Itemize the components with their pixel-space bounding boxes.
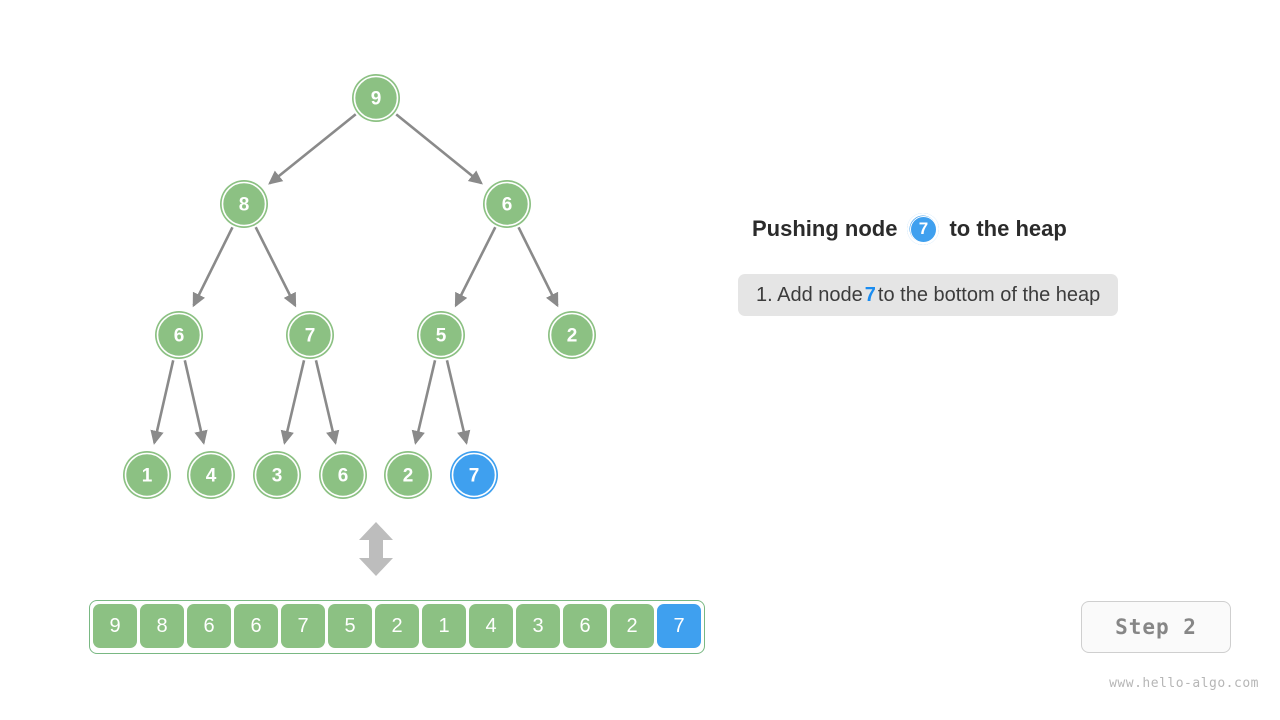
tree-node: 1 [123,451,171,499]
tree-edge [395,113,483,185]
tree-edge [445,360,471,445]
tree-node-label: 2 [567,326,578,347]
tree-edge [314,360,340,445]
step-description-box: 1. Add node 7 to the bottom of the heap [738,274,1119,316]
tree-edge [183,360,208,445]
tree-node-label: 2 [403,466,414,487]
tree-edge [454,226,497,308]
tree-node-label: 5 [436,326,447,347]
tree-node-label: 6 [502,195,513,216]
tree-node-label: 9 [371,89,382,110]
headline-node-badge: 7 [907,213,940,245]
swap-double-arrow-icon [359,522,393,576]
array-cell: 5 [328,604,372,648]
tree-edges [150,113,559,445]
tree-nodes: 9 8 6 6 7 5 2 1 4 3 6 2 7 [123,74,596,499]
array-cell: 2 [610,604,654,648]
array-cell: 3 [516,604,560,648]
headline-node-value: 7 [918,219,929,238]
array-cell: 1 [422,604,466,648]
array-cell: 6 [187,604,231,648]
tree-node: 8 [220,180,268,228]
array-cell: 6 [563,604,607,648]
tree-node-label: 3 [272,466,283,487]
step-button-label: Step 2 [1115,615,1197,639]
tree-edge [192,226,234,308]
tree-node: 4 [187,451,235,499]
step-text-suffix: to the bottom of the heap [877,283,1101,306]
tree-edge [517,226,559,308]
tree-node: 6 [483,180,531,228]
tree-node: 2 [548,311,596,359]
tree-node: 6 [155,311,203,359]
array-cell: 9 [93,604,137,648]
tree-node-label: 7 [469,466,480,487]
headline-prefix: Pushing node [752,216,898,241]
array-cell: 8 [140,604,184,648]
tree-node-label: 8 [239,195,250,216]
tree-edge [150,360,175,445]
headline-suffix: to the heap [949,216,1067,241]
tree-node: 3 [253,451,301,499]
headline: Pushing node 7 to the heap [738,206,1238,252]
tree-node-label: 7 [305,326,316,347]
tree-node-label: 6 [338,466,349,487]
tree-node-label: 1 [142,466,153,487]
tree-node: 9 [352,74,400,122]
step-text-accent: 7 [864,283,876,306]
tree-node-label: 6 [174,326,185,347]
tree-node: 6 [319,451,367,499]
tree-edge [254,226,297,308]
tree-edge [268,113,357,185]
array-cell: 2 [375,604,419,648]
watermark: www.hello-algo.com [1109,676,1259,691]
array-cell-highlight: 7 [657,604,701,648]
tree-node: 5 [417,311,465,359]
array-cell: 4 [469,604,513,648]
info-panel: Pushing node 7 to the heap 1. Add node 7… [738,206,1238,316]
tree-edge [411,360,437,445]
tree-node: 2 [384,451,432,499]
step-text-prefix: 1. Add node [756,283,863,306]
tree-node-label: 4 [206,466,217,487]
binary-heap-tree: 9 8 6 6 7 5 2 1 4 3 6 2 7 [123,74,596,499]
array-cell: 6 [234,604,278,648]
tree-node: 7 [286,311,334,359]
tree-edge [280,360,306,445]
array-cell: 7 [281,604,325,648]
tree-node-highlight: 7 [450,451,498,499]
step-button[interactable]: Step 2 [1081,601,1231,653]
